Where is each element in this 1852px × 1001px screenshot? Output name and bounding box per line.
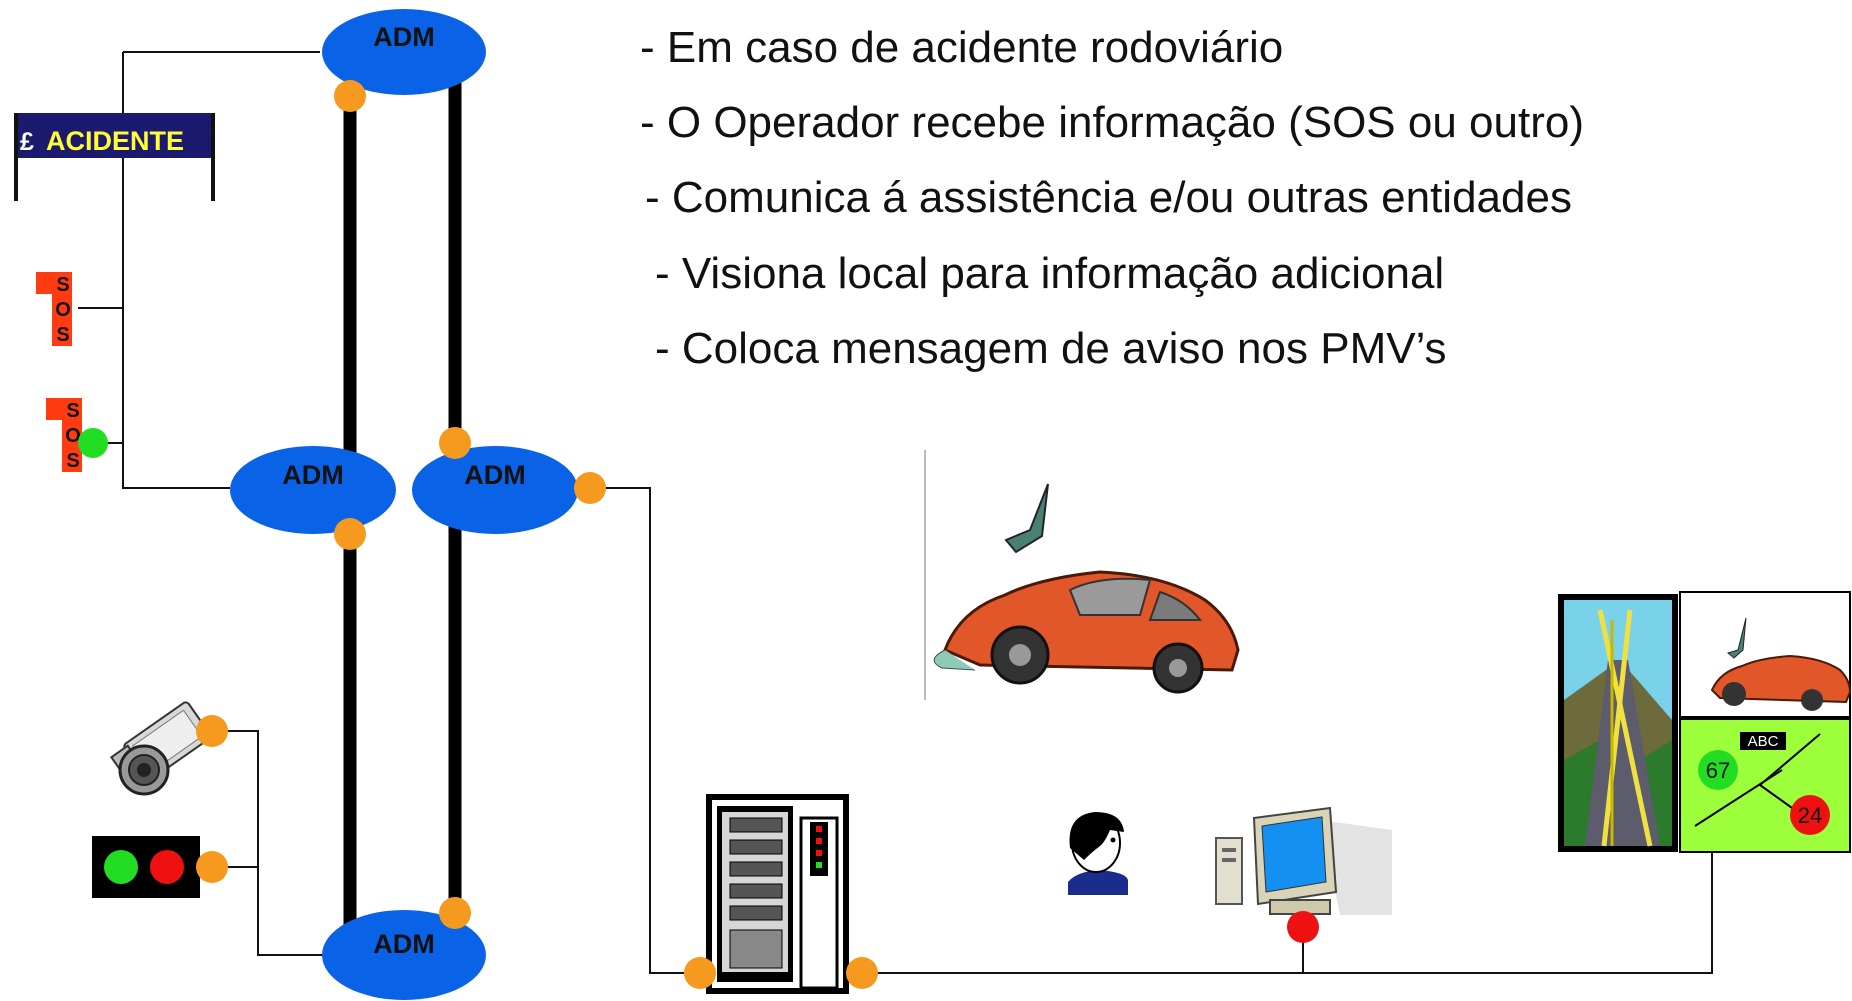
connector-dot: [684, 957, 716, 989]
adm-bottom-label: ADM: [373, 929, 435, 959]
bullet-item-2: - O Operador recebe informação (SOS ou o…: [640, 98, 1584, 147]
traffic-red-light: [150, 850, 184, 884]
adm-mid-right[interactable]: ADM: [412, 446, 578, 534]
adm-mid-left[interactable]: ADM: [230, 446, 396, 534]
adm-top-label: ADM: [373, 22, 435, 52]
sos1-letter-2: O: [55, 299, 71, 321]
line-server-to-panel: [862, 852, 1713, 974]
connector-dot: [439, 427, 471, 459]
bullet-item-1: - Em caso de acidente rodoviário: [640, 23, 1283, 72]
adm-mid-right-label: ADM: [464, 460, 526, 490]
line-adm-to-server: [590, 487, 700, 974]
traffic-green-light: [104, 850, 138, 884]
sos-box-2[interactable]: S O S: [46, 398, 108, 472]
connector-dot: [574, 472, 606, 504]
crashed-car-image: [924, 450, 1240, 700]
bullet-item-5: - Coloca mensagem de aviso nos PMV’s: [655, 324, 1447, 373]
workstation-connector-dot: [1287, 911, 1319, 943]
camera-feed-image: [1679, 591, 1852, 718]
bullet-item-3: - Comunica á assistência e/ou outras ent…: [645, 173, 1572, 222]
sos1-letter-1: S: [56, 274, 69, 296]
connector-dot: [439, 897, 471, 929]
connector-dot: [334, 80, 366, 112]
bullet-item-4: - Visiona local para informação adiciona…: [655, 249, 1444, 298]
operator-icon: [1068, 812, 1128, 895]
connector-dot: [846, 957, 878, 989]
connector-dot: [196, 851, 228, 883]
panel-sensor-2: 24: [1798, 803, 1822, 828]
traffic-panel[interactable]: ABC 67 24: [1679, 718, 1851, 853]
sign-prefix: £: [20, 128, 34, 156]
sign-text: ACIDENTE: [46, 126, 184, 156]
adm-top[interactable]: ADM: [322, 9, 486, 95]
connector-dot: [334, 518, 366, 550]
panel-abc-label: ABC: [1748, 733, 1779, 750]
sos2-letter-1: S: [66, 400, 79, 422]
camera-icon[interactable]: [109, 701, 212, 796]
traffic-light-icon[interactable]: [92, 836, 200, 898]
bullet-list: - Em caso de acidente rodoviário - O Ope…: [640, 23, 1584, 373]
connector-dot: [196, 715, 228, 747]
sos-status-light: [78, 428, 108, 458]
adm-bottom[interactable]: ADM: [322, 910, 486, 1000]
panel-sensor-1: 67: [1706, 758, 1730, 783]
connector-dots: [196, 80, 878, 989]
bridge-image: [1558, 594, 1678, 852]
line-devices-to-adm: [212, 730, 325, 956]
line-sign-to-adm: [122, 52, 230, 489]
sos2-letter-3: S: [66, 450, 79, 472]
accident-sign: £ ACIDENTE: [14, 113, 215, 201]
sos-box-1[interactable]: S O S: [36, 272, 72, 346]
sos1-letter-3: S: [56, 324, 69, 346]
sos2-letter-2: O: [65, 425, 81, 447]
computer-icon[interactable]: [1215, 806, 1392, 915]
server-icon[interactable]: [706, 794, 849, 994]
adm-mid-left-label: ADM: [282, 460, 344, 490]
